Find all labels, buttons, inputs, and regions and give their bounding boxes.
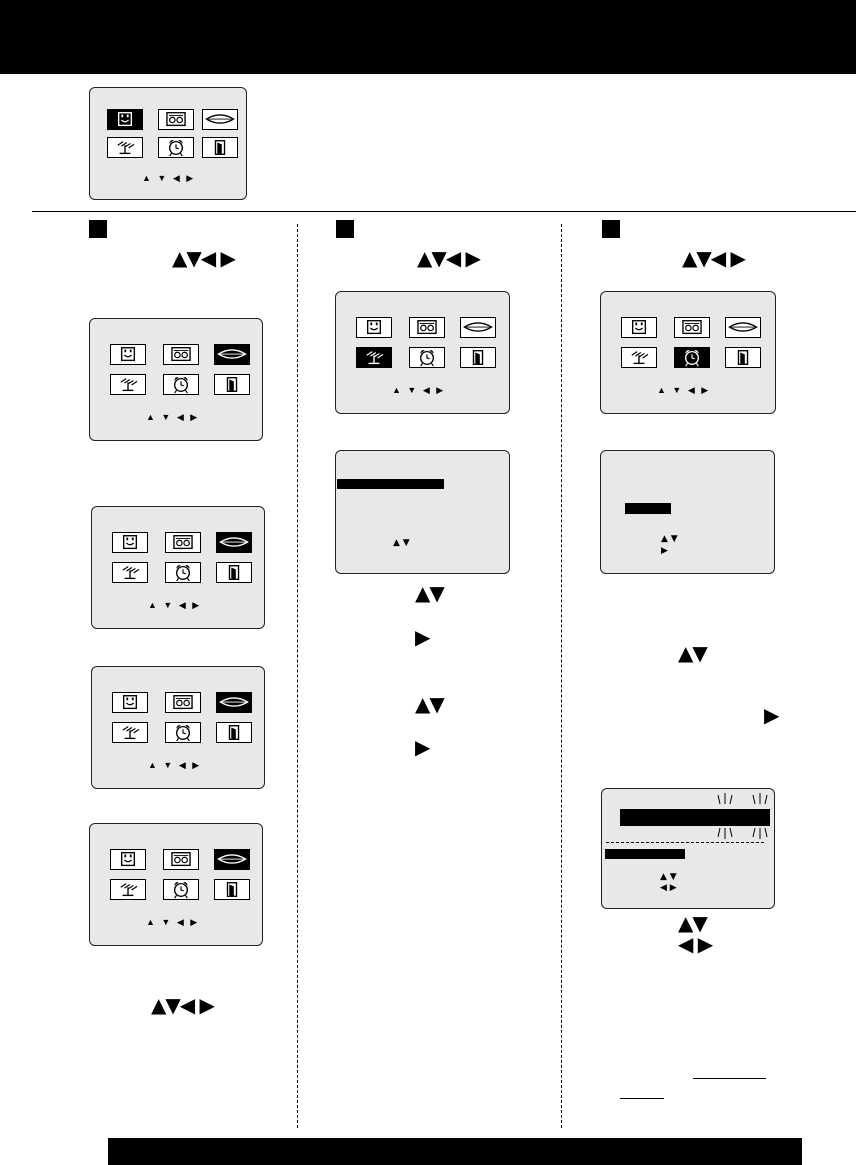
tape-icon xyxy=(163,849,199,870)
flashing-indicator-icon xyxy=(717,793,733,805)
column-divider xyxy=(297,224,298,1128)
picture-icon xyxy=(110,849,146,870)
flashing-indicator-icon xyxy=(717,827,733,839)
nav-arrows-icon: ▲ ▼ ◀ ▶ xyxy=(392,385,446,395)
left-right-arrows-icon: ◀ ▶ xyxy=(660,883,677,893)
door-icon xyxy=(725,347,761,368)
tape-icon xyxy=(409,317,445,338)
door-icon xyxy=(214,374,250,395)
step-2-marker xyxy=(336,220,354,238)
nav-arrows-icon: ▲ ▼ ◀ ▶ xyxy=(148,760,202,770)
footer-bar xyxy=(108,1138,802,1165)
step-3-marker xyxy=(602,220,620,238)
right-arrow-icon: ▶ xyxy=(661,546,668,556)
alarm-clock-icon xyxy=(165,562,201,583)
menu-icon-screen: ▲ ▼ ◀ ▶ xyxy=(91,506,265,629)
menu-icon-screen: ▲ ▼ ◀ ▶ xyxy=(89,318,263,441)
lips-icon xyxy=(216,692,252,713)
alarm-clock-icon xyxy=(165,722,201,743)
picture-icon xyxy=(356,317,392,338)
tape-icon xyxy=(163,344,199,365)
nav-arrows-icon: ▲ ▼ ◀ ▶ xyxy=(146,412,200,422)
nav-arrows-icon: ▲▼◀ ▶ xyxy=(151,993,215,1017)
up-down-arrows-icon: ▲▼ xyxy=(678,641,708,665)
tape-icon xyxy=(165,692,201,713)
submenu-screen: ▲ ▼ ▶ xyxy=(600,450,775,574)
header-bar xyxy=(0,0,856,74)
antenna-icon xyxy=(110,879,146,900)
door-icon xyxy=(214,879,250,900)
lips-icon xyxy=(725,317,761,338)
up-down-arrows-icon: ▲▼ xyxy=(678,911,708,935)
alarm-clock-icon xyxy=(674,347,710,368)
picture-icon xyxy=(621,317,657,338)
alarm-clock-icon xyxy=(158,137,194,158)
nav-arrows-icon: ▲ ▼ ◀ ▶ xyxy=(142,173,196,183)
right-arrow-icon: ▶ xyxy=(415,625,430,649)
lips-icon xyxy=(214,849,250,870)
lips-icon xyxy=(460,317,496,338)
antenna-icon xyxy=(112,722,148,743)
tape-icon xyxy=(158,109,194,130)
door-icon xyxy=(216,722,252,743)
flashing-indicator-icon xyxy=(752,793,768,805)
alarm-clock-icon xyxy=(163,879,199,900)
menu-icon-screen: ▲ ▼ ◀ ▶ xyxy=(91,666,265,789)
door-icon xyxy=(216,562,252,583)
menu-icon-screen: ▲ ▼ ◀ ▶ xyxy=(600,291,776,414)
tape-icon xyxy=(674,317,710,338)
lips-icon xyxy=(216,532,252,553)
nav-arrows-icon: ▲ ▼ ◀ ▶ xyxy=(148,600,202,610)
right-arrow-icon: ▶ xyxy=(764,703,779,727)
picture-icon xyxy=(112,692,148,713)
picture-icon xyxy=(110,344,146,365)
submenu-screen: ▲ ▼ xyxy=(335,450,510,574)
up-down-arrows-icon: ▲ ▼ xyxy=(393,538,410,548)
up-down-arrows-icon: ▲ ▼ xyxy=(660,872,677,882)
highlight-bar xyxy=(620,809,770,826)
antenna-icon xyxy=(621,347,657,368)
underline-mark xyxy=(693,1078,766,1079)
nav-arrows-icon: ▲ ▼ ◀ ▶ xyxy=(146,917,200,927)
highlight-bar xyxy=(625,503,671,514)
lips-icon xyxy=(214,344,250,365)
antenna-icon xyxy=(110,374,146,395)
up-down-arrows-icon: ▲ ▼ xyxy=(661,534,678,544)
antenna-icon xyxy=(112,562,148,583)
nav-arrows-icon: ▲▼◀ ▶ xyxy=(682,246,746,270)
highlight-bar xyxy=(605,849,685,859)
antenna-icon xyxy=(107,137,143,158)
door-icon xyxy=(202,137,238,158)
column-divider xyxy=(561,224,562,1128)
section-divider xyxy=(32,211,856,212)
nav-arrows-icon: ▲▼◀ ▶ xyxy=(172,246,236,270)
up-down-arrows-icon: ▲▼ xyxy=(415,581,445,605)
step-1-marker xyxy=(89,220,107,238)
setting-screen: ▲ ▼ ◀ ▶ xyxy=(601,788,775,909)
menu-icon-screen: ▲ ▼ ◀ ▶ xyxy=(89,823,263,946)
menu-icon-screen: ▲ ▼ ◀ ▶ xyxy=(335,291,510,414)
highlight-bar xyxy=(337,479,444,489)
antenna-icon xyxy=(356,347,392,368)
alarm-clock-icon xyxy=(163,374,199,395)
dashed-divider xyxy=(606,842,764,843)
lips-icon xyxy=(202,109,238,130)
picture-icon xyxy=(107,109,143,130)
nav-arrows-icon: ▲▼◀ ▶ xyxy=(417,246,481,270)
alarm-clock-icon xyxy=(409,347,445,368)
nav-arrows-icon: ▲ ▼ ◀ ▶ xyxy=(657,385,711,395)
menu-icon-screen: ▲ ▼ ◀ ▶ xyxy=(89,87,247,200)
right-arrow-icon: ▶ xyxy=(415,735,430,759)
left-right-arrows-icon: ◀ ▶ xyxy=(678,932,713,956)
underline-mark xyxy=(620,1098,664,1099)
flashing-indicator-icon xyxy=(752,827,768,839)
tape-icon xyxy=(165,532,201,553)
picture-icon xyxy=(112,532,148,553)
up-down-arrows-icon: ▲▼ xyxy=(415,692,445,716)
door-icon xyxy=(460,347,496,368)
